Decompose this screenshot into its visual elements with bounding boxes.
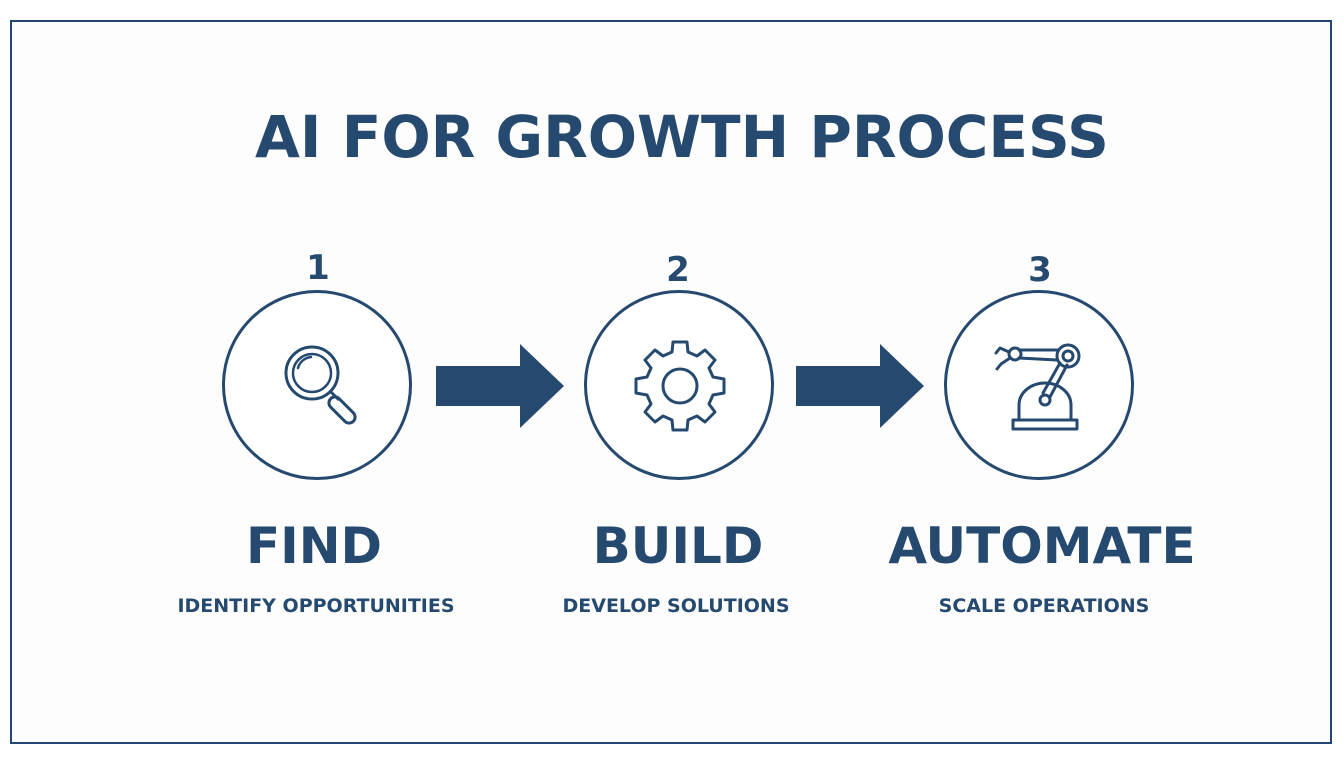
step-3-label: AUTOMATE (888, 517, 1196, 575)
arrow-right-icon (436, 344, 564, 428)
step-2-number: 2 (666, 250, 690, 290)
step-1-sublabel: IDENTIFY OPPORTUNITIES (177, 595, 455, 617)
step-1-number: 1 (306, 248, 330, 288)
step-1-label: FIND (245, 517, 383, 575)
step-1-circle (222, 290, 412, 480)
magnifying-glass-icon (284, 345, 357, 425)
step-3-sublabel: SCALE OPERATIONS (938, 595, 1150, 617)
step-2-circle (584, 290, 774, 480)
step-3-circle (944, 290, 1134, 480)
step-3-number: 3 (1028, 250, 1052, 290)
diagram-title: AI FOR GROWTH PROCESS (255, 103, 1109, 171)
step-2-sublabel: DEVELOP SOLUTIONS (562, 595, 790, 617)
step-2-label: BUILD (592, 517, 764, 575)
arrow-right-icon (796, 344, 924, 428)
robotic-arm-icon (994, 343, 1081, 431)
gear-icon (634, 340, 726, 432)
